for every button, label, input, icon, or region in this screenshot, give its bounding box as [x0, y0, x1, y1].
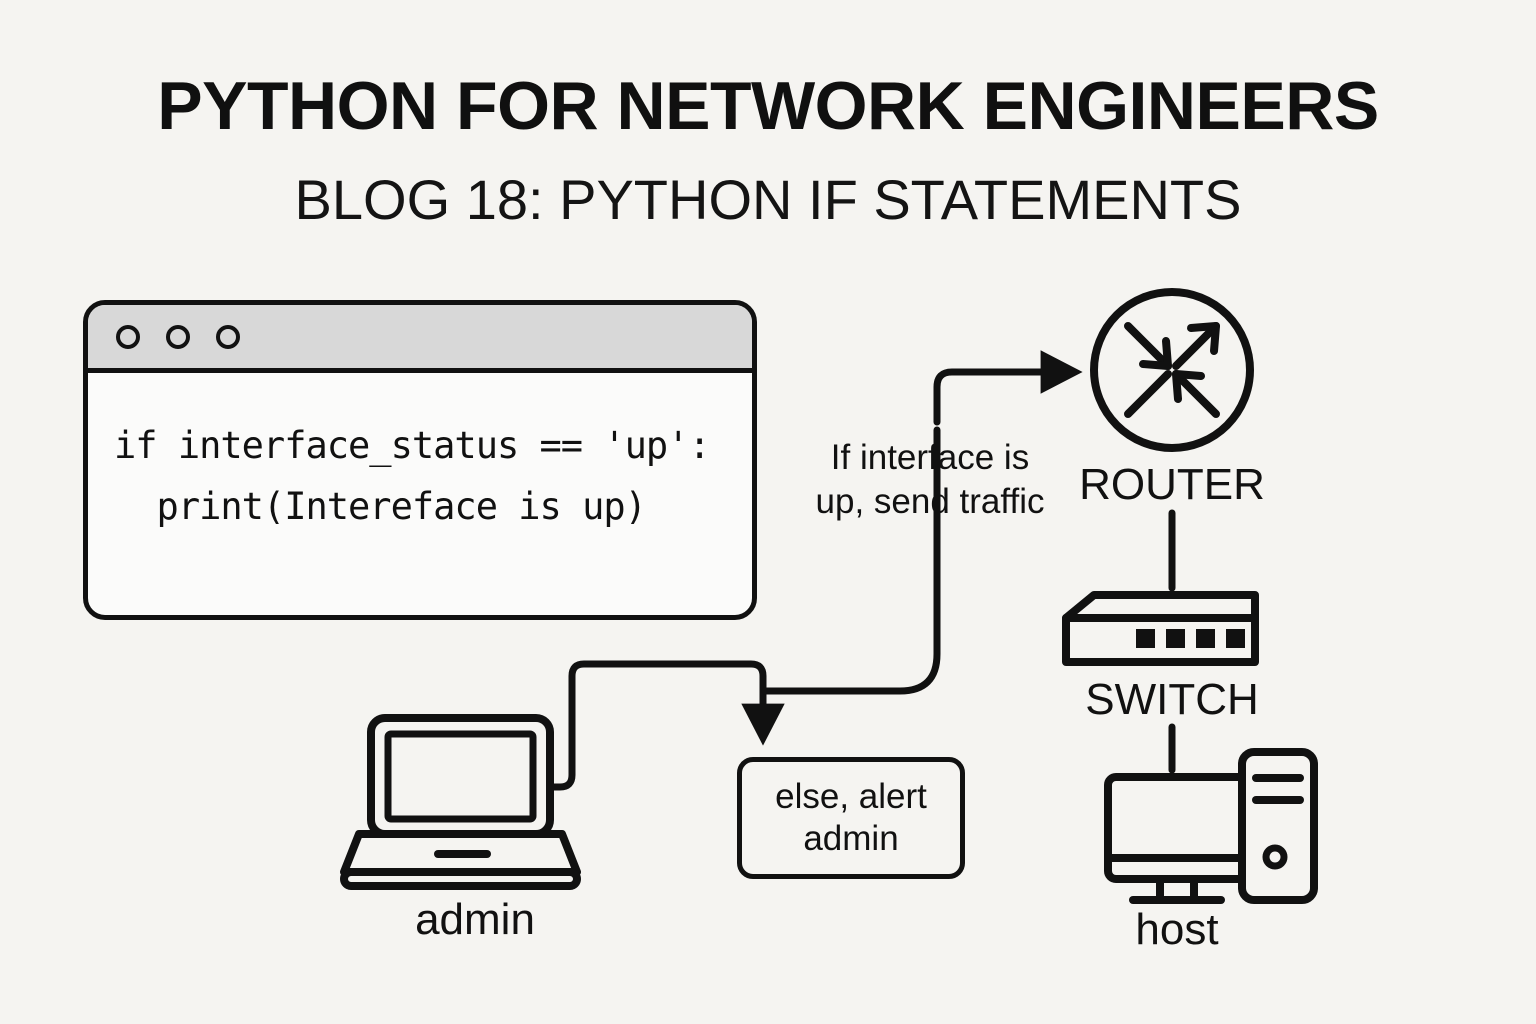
host-computer-icon — [1104, 748, 1318, 904]
page-subtitle: BLOG 18: PYTHON IF STATEMENTS — [294, 168, 1242, 231]
laptop-icon — [340, 714, 581, 890]
code-window-titlebar — [88, 305, 752, 373]
window-dot-minimize-icon[interactable] — [166, 324, 190, 349]
connector-else-branch-to-riser — [761, 426, 941, 695]
else-box-line-1: else, alert — [775, 777, 927, 816]
window-dot-close-icon[interactable] — [116, 324, 140, 349]
code-line-1: if interface_status == 'up': — [114, 424, 711, 467]
traffic-note: If interface is up, send traffic — [795, 436, 1065, 524]
laptop-front-edge — [340, 868, 581, 890]
admin-label: admin — [415, 895, 535, 944]
host-label: host — [1135, 905, 1219, 954]
router-label: ROUTER — [1079, 460, 1265, 509]
code-line-2: print(Intereface is up) — [114, 485, 647, 529]
else-box-line-2: admin — [803, 819, 899, 858]
page-title: PYTHON FOR NETWORK ENGINEERS — [157, 68, 1379, 144]
code-window-body: if interface_status == 'up': print(Inter… — [88, 373, 752, 615]
switch-icon — [1062, 591, 1259, 666]
traffic-note-line-2: up, send traffic — [815, 481, 1045, 521]
traffic-note-line-1: If interface is — [830, 438, 1030, 477]
host-monitor-stand — [1156, 875, 1198, 902]
else-alert-admin-box: else, alert admin — [737, 757, 965, 879]
router-icon — [1090, 288, 1254, 452]
switch-label: SWITCH — [1085, 675, 1259, 724]
host-tower-body — [1238, 748, 1318, 904]
laptop-screen — [384, 730, 537, 823]
connector-riser-to-router — [933, 350, 1083, 426]
switch-ports — [1136, 629, 1245, 648]
host-tower-power-icon — [1262, 844, 1288, 870]
router-arrows — [1124, 322, 1220, 418]
connector-admin-to-else — [544, 660, 785, 791]
code-window: if interface_status == 'up': print(Inter… — [83, 300, 757, 620]
window-dot-maximize-icon[interactable] — [216, 324, 240, 349]
host-monitor-screen — [1104, 773, 1250, 883]
router-circle — [1090, 288, 1254, 452]
